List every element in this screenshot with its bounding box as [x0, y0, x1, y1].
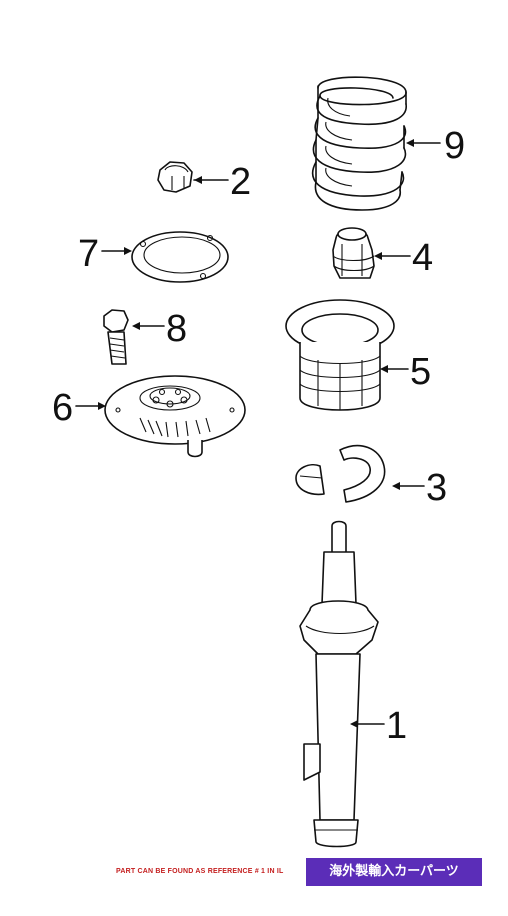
spring-seat — [295, 444, 386, 503]
callout-number-9: 9 — [444, 125, 465, 167]
callout-number-3: 3 — [426, 467, 447, 509]
brand-banner: 海外製輸入カーパーツ — [306, 858, 482, 886]
strut-mount — [104, 375, 246, 458]
callout-number-8: 8 — [166, 308, 187, 350]
nut — [157, 161, 193, 193]
callout-number-1: 1 — [386, 705, 407, 747]
callout-number-4: 4 — [412, 237, 433, 279]
callout-number-7: 7 — [78, 233, 99, 275]
coil-spring — [311, 76, 407, 211]
reference-note: PART CAN BE FOUND AS REFERENCE # 1 IN IL — [116, 868, 284, 875]
callout-arrows — [75, 139, 441, 728]
callout-number-5: 5 — [410, 351, 431, 393]
callout-labels: 2 7 8 6 9 4 5 3 1 — [52, 125, 465, 747]
strut-assembly — [299, 520, 379, 848]
callout-number-6: 6 — [52, 387, 73, 429]
gasket — [131, 231, 229, 283]
bump-stop — [332, 227, 375, 279]
dust-boot — [285, 299, 395, 411]
callout-number-2: 2 — [230, 161, 251, 203]
bolt — [103, 309, 129, 365]
